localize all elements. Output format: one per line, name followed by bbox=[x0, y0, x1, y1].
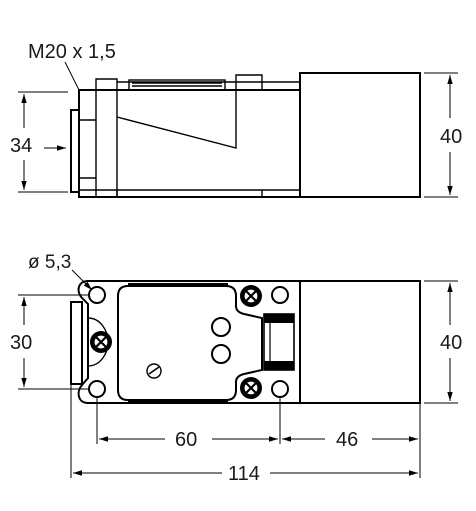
side-34-extension bbox=[18, 91, 68, 193]
side-dimensions: M20 x 1,5 34 40 bbox=[10, 41, 462, 198]
side-sensing-head bbox=[299, 72, 421, 198]
terminal-block bbox=[263, 313, 295, 371]
front-sensing-head bbox=[299, 280, 421, 404]
led-window-top bbox=[211, 317, 231, 337]
side-feet bbox=[116, 190, 263, 197]
cover-bar-top bbox=[128, 283, 228, 287]
side-gland-ribs bbox=[132, 82, 222, 87]
front-40-extension bbox=[424, 280, 458, 404]
hole-spacing-vertical-label: 30 bbox=[10, 332, 32, 354]
side-40-extension bbox=[424, 72, 458, 198]
side-body bbox=[78, 89, 301, 198]
front-total-height-label: 40 bbox=[440, 332, 462, 354]
screw-left bbox=[90, 331, 112, 353]
screw-top-right bbox=[240, 285, 262, 307]
front-30-extension bbox=[18, 294, 88, 390]
hole-leader bbox=[71, 269, 93, 291]
side-wedge bbox=[116, 90, 237, 149]
front-view bbox=[70, 280, 421, 404]
side-height-label: 34 bbox=[10, 135, 32, 157]
screw-bottom-right bbox=[240, 377, 262, 399]
side-inner-lines bbox=[95, 90, 118, 197]
side-gland-top bbox=[128, 79, 226, 91]
mounting-hole-bottom-right bbox=[271, 380, 289, 398]
mounting-hole-bottom-left bbox=[88, 380, 106, 398]
side-cap-left bbox=[95, 78, 118, 90]
thread-label: M20 x 1,5 bbox=[28, 41, 116, 63]
total-length-label: 114 bbox=[228, 463, 260, 485]
led-window-bottom bbox=[211, 344, 231, 364]
side-cap-right bbox=[235, 74, 263, 90]
side-view bbox=[70, 72, 421, 198]
side-total-height-label: 40 bbox=[440, 126, 462, 148]
hole-diameter-label: ø 5,3 bbox=[28, 252, 71, 273]
slotted-screw bbox=[146, 363, 162, 379]
front-dimensions: ø 5,3 30 40 60 46 114 bbox=[10, 252, 462, 485]
head-length-label: 46 bbox=[336, 429, 358, 451]
front-horizontal-extensions bbox=[70, 384, 421, 478]
side-stub-lines bbox=[79, 119, 96, 179]
hole-spacing-horizontal-label: 60 bbox=[175, 429, 197, 451]
mounting-hole-top-left bbox=[88, 286, 106, 304]
front-thread-stub bbox=[70, 301, 83, 385]
cover-bar-bottom bbox=[128, 399, 228, 403]
thread-leader bbox=[64, 61, 80, 91]
mounting-hole-top-right bbox=[271, 286, 289, 304]
